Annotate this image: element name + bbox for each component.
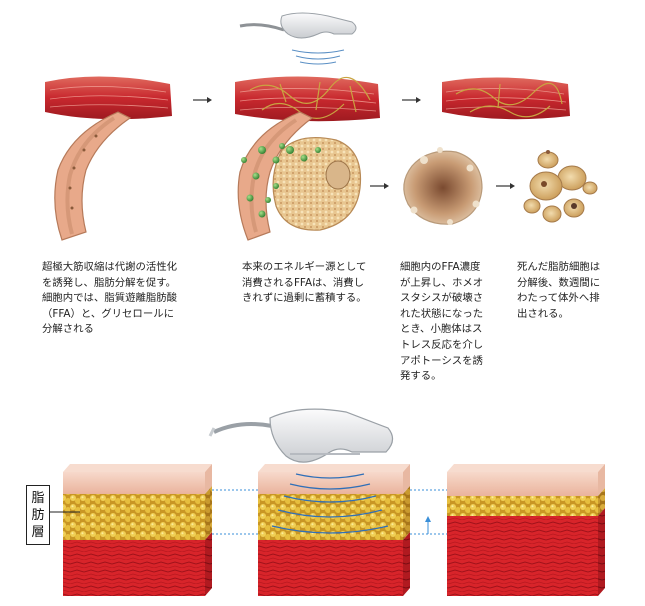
nerve-network-3 [455, 82, 563, 118]
stage3-illustration [403, 77, 570, 225]
fat-layer-label-char-3: 層 [31, 524, 45, 540]
muscle-fiber-2 [235, 76, 380, 122]
device-large [208, 408, 394, 463]
stage4-illustration [523, 150, 598, 223]
fat-layer-label: 脂 肪 層 [26, 485, 50, 545]
arrow-4 [496, 183, 515, 189]
fragmented-fat-cells [523, 150, 598, 223]
arrow-1 [193, 97, 212, 103]
magnetic-waves [271, 473, 389, 534]
caption-stage2: 本来のエネルギー源として 消費されるFFAは、消費し きれずに過剰に蓄積する。 [242, 261, 367, 305]
device-small-top [239, 12, 357, 65]
tissue-block-before [63, 464, 212, 596]
muscle-fiber-3 [442, 77, 570, 120]
tissue-block-after [447, 464, 605, 596]
dying-fat-cell [403, 147, 483, 225]
stage2-illustration [235, 12, 380, 241]
caption-stage3: 細胞内のFFA濃度 が上昇し、ホメオ スタシスが破壊さ れた状態になった とき、… [400, 261, 484, 383]
stage1-illustration [45, 76, 172, 241]
fat-cell-2 [272, 137, 362, 231]
fat-layer-label-char-1: 脂 [31, 490, 45, 506]
fat-thickness-guides [212, 489, 447, 535]
caption-stage1: 超極大筋収縮は代謝の活性化 を誘発し、脂肪分解を促す。 細胞内では、脂質遊離脂肪… [42, 261, 178, 336]
arrow-2 [402, 97, 421, 103]
muscle-fiber-1 [45, 76, 172, 120]
caption-stage4: 死んだ脂肪細胞は 分解後、数週間に わたって体外へ排 出される。 [517, 261, 601, 320]
fat-vessel-1 [54, 111, 132, 241]
arrow-3 [370, 183, 389, 189]
fat-layer-label-char-2: 肪 [31, 507, 45, 523]
ffa-droplets [241, 143, 321, 218]
tissue-block-during [258, 464, 410, 596]
